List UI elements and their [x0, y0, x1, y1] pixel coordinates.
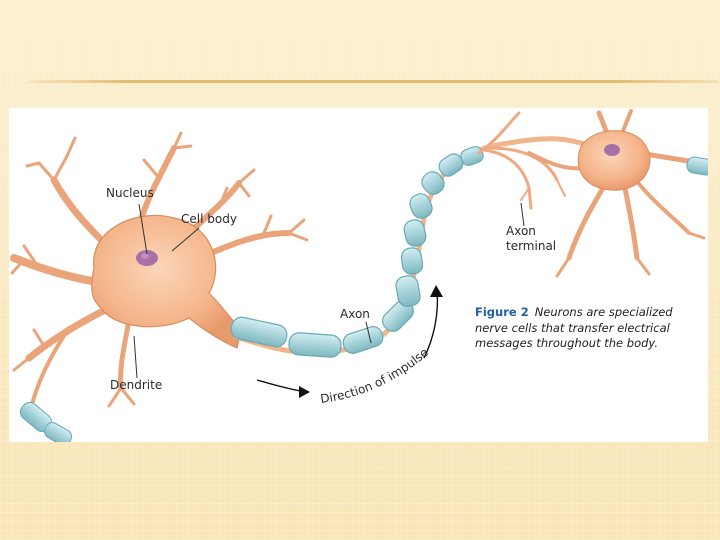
myelin-sheath: [230, 146, 484, 358]
figure-caption-text: Neurons are specialized nerve cells that…: [475, 305, 673, 350]
cell-body-label: Cell body: [181, 212, 237, 226]
axon-terminal-label-line1: Axon: [506, 224, 536, 238]
axon-terminals: [477, 111, 566, 210]
axon-label: Axon: [340, 307, 370, 321]
axon-left-fragment: [19, 401, 73, 442]
neuron-illustration: Direction of impulse: [10, 109, 708, 442]
dendrites-left: [10, 131, 309, 420]
axon-terminal-label-line2: terminal: [506, 239, 557, 253]
nucleus-label: Nucleus: [106, 186, 154, 200]
figure-number: Figure 2: [475, 305, 529, 319]
direction-arrows: [256, 285, 443, 398]
second-neuron: [527, 109, 708, 278]
neuron-figure: Direction of impulse Nucleus Cell body A…: [9, 108, 708, 442]
cell-body: [91, 214, 242, 349]
leader-lines: [133, 202, 525, 379]
dendrite-label: Dendrite: [110, 378, 163, 392]
title-divider: [28, 80, 718, 83]
